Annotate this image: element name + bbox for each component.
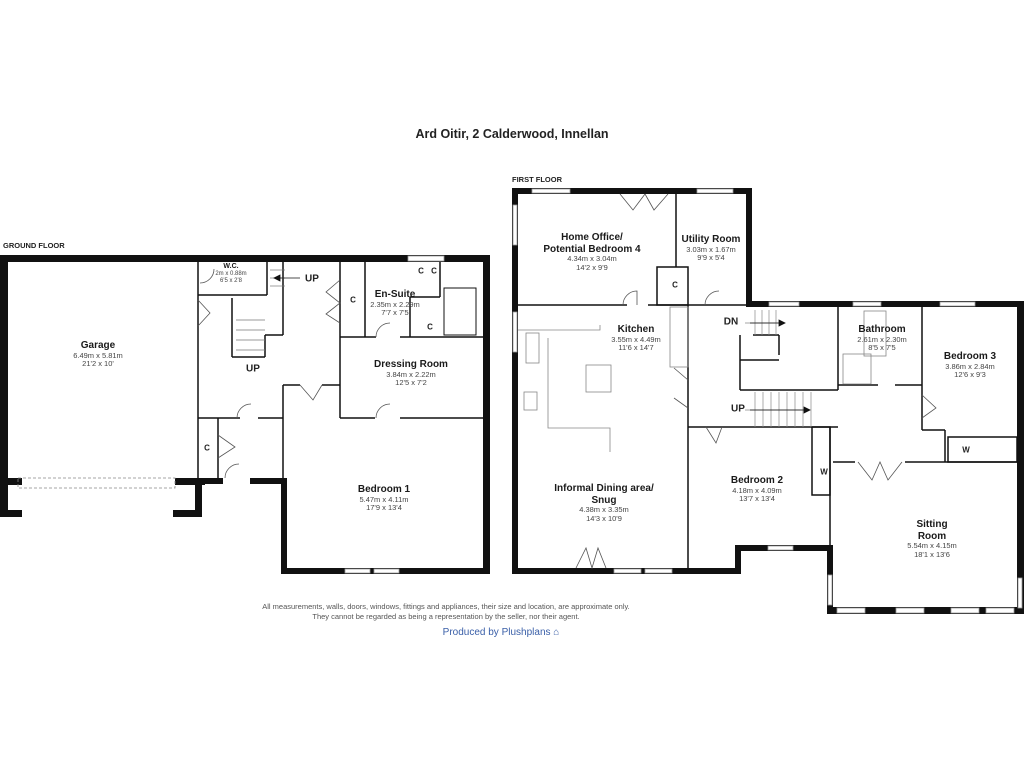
- room-dressing-room: Dressing Room 3.84m x 2.22m 12'5 x 7'2: [374, 359, 448, 388]
- room-name: W.C.: [223, 263, 239, 270]
- room-imperial: 12'5 x 7'2: [395, 378, 427, 388]
- plushplans-logo-icon: ⌂: [553, 627, 560, 638]
- room-name: En-Suite: [374, 289, 416, 300]
- room-garage: Garage 6.49m x 5.81m 21'2 x 10': [73, 340, 123, 369]
- room-wc: W.C. 2m x 0.88m 6'5 x 2'8: [215, 263, 246, 285]
- room-home-office: Home Office/ Potential Bedroom 4 4.34m x…: [543, 232, 640, 272]
- room-metric: 4.34m x 3.04m: [567, 254, 617, 263]
- room-name: Informal Dining area/: [554, 483, 654, 494]
- room-name: Kitchen: [617, 324, 655, 335]
- room-metric: 2m x 0.88m: [215, 271, 247, 278]
- room-imperial: 9'9 x 5'4: [697, 253, 725, 263]
- room-name: Sitting: [916, 519, 948, 530]
- ground-floor-partitions: [197, 262, 483, 478]
- garage-door: [17, 477, 176, 489]
- room-metric: 4.18m x 4.09m: [732, 485, 782, 495]
- room-metric: 5.47m x 4.11m: [359, 494, 409, 504]
- produced-by: Produced by Plushplans ⌂: [443, 627, 560, 638]
- room-dining-snug: Informal Dining area/ Snug 4.38m x 3.35m…: [554, 483, 653, 523]
- stairs-up-label: UP: [305, 273, 319, 285]
- room-name: Garage: [80, 340, 116, 351]
- room-metric: 3.55m x 4.49m: [611, 334, 661, 344]
- room-name: Utility Room: [681, 234, 741, 245]
- room-imperial: 7'7 x 7'5: [381, 308, 409, 318]
- room-name: Bedroom 1: [357, 484, 411, 495]
- room-metric: 6.49m x 5.81m: [73, 350, 123, 360]
- room-imperial: 14'3 x 10'9: [586, 513, 622, 523]
- room-imperial: 12'6 x 9'3: [954, 370, 986, 380]
- room-name-line-2: Room: [917, 530, 947, 542]
- room-bedroom-1: Bedroom 1 5.47m x 4.11m 17'9 x 13'4: [358, 484, 410, 513]
- wardrobe-label: W: [962, 445, 970, 455]
- room-metric: 3.86m x 2.84m: [945, 361, 995, 371]
- room-metric: 2.61m x 2.30m: [857, 334, 907, 344]
- first-floor-stairs: [745, 310, 812, 427]
- cupboard-label: C: [204, 443, 210, 453]
- stairs-up-label: UP: [731, 403, 745, 415]
- room-metric: 5.54m x 4.15m: [907, 541, 957, 550]
- ground-floor-label: GROUND FLOOR: [3, 241, 65, 250]
- room-imperial: 21'2 x 10': [82, 359, 114, 369]
- cupboard-label: C: [672, 280, 678, 290]
- room-imperial: 14'2 x 9'9: [576, 262, 608, 272]
- room-en-suite: En-Suite 2.35m x 2.29m 7'7 x 7'5: [370, 289, 420, 318]
- room-imperial: 17'9 x 13'4: [366, 503, 402, 513]
- cupboard-label: C: [431, 266, 437, 276]
- room-metric: 3.84m x 2.22m: [386, 369, 436, 379]
- room-imperial: 13'7 x 13'4: [739, 494, 775, 504]
- room-imperial: 6'5 x 2'8: [220, 277, 242, 284]
- kitchen-counters: [518, 306, 887, 452]
- door-swings: [197, 193, 937, 570]
- room-utility: Utility Room 3.03m x 1.67m 9'9 x 5'4: [682, 234, 741, 263]
- room-sitting-room: Sitting Room 5.54m x 4.15m 18'1 x 13'6: [907, 519, 957, 559]
- stairs-down-label: DN: [723, 316, 739, 328]
- disclaimer: All measurements, walls, doors, windows,…: [262, 602, 630, 622]
- first-floor-label: FIRST FLOOR: [512, 175, 562, 184]
- cupboard-label: C: [418, 266, 424, 276]
- room-imperial: 11'6 x 14'7: [618, 343, 654, 353]
- cupboard-label: C: [350, 295, 356, 305]
- room-bathroom: Bathroom 2.61m x 2.30m 8'5 x 7'5: [857, 324, 907, 353]
- room-metric: 4.38m x 3.35m: [579, 505, 629, 514]
- room-bedroom-2: Bedroom 2 4.18m x 4.09m 13'7 x 13'4: [731, 475, 783, 504]
- room-name-line-2: Snug: [591, 494, 617, 506]
- wardrobe-label: W: [820, 467, 828, 477]
- room-name: Home Office/: [561, 232, 623, 243]
- produced-by-text: Produced by Plushplans: [442, 627, 551, 638]
- room-name: Bathroom: [858, 324, 906, 335]
- room-metric: 3.03m x 1.67m: [686, 244, 736, 254]
- page-title: Ard Oitir, 2 Calderwood, Innellan: [415, 127, 609, 141]
- disclaimer-line-1: All measurements, walls, doors, windows,…: [262, 602, 630, 611]
- room-name-line-2: Potential Bedroom 4: [543, 243, 641, 255]
- room-name: Dressing Room: [374, 359, 448, 370]
- room-name: Bedroom 2: [730, 475, 784, 486]
- room-kitchen: Kitchen 3.55m x 4.49m 11'6 x 14'7: [611, 324, 661, 353]
- stairs-up-label: UP: [246, 363, 260, 375]
- ground-floor-windows: [344, 255, 445, 574]
- room-imperial: 8'5 x 7'5: [868, 343, 896, 353]
- cupboard-label: C: [427, 322, 433, 332]
- room-metric: 2.35m x 2.29m: [370, 299, 420, 309]
- first-floor-windows: [512, 188, 1023, 614]
- room-imperial: 18'1 x 13'6: [914, 549, 950, 559]
- room-bedroom-3: Bedroom 3 3.86m x 2.84m 12'6 x 9'3: [944, 351, 996, 380]
- disclaimer-line-2: They cannot be regarded as being a repre…: [312, 612, 580, 622]
- room-name: Bedroom 3: [943, 351, 997, 362]
- stair-arrows: [273, 274, 811, 414]
